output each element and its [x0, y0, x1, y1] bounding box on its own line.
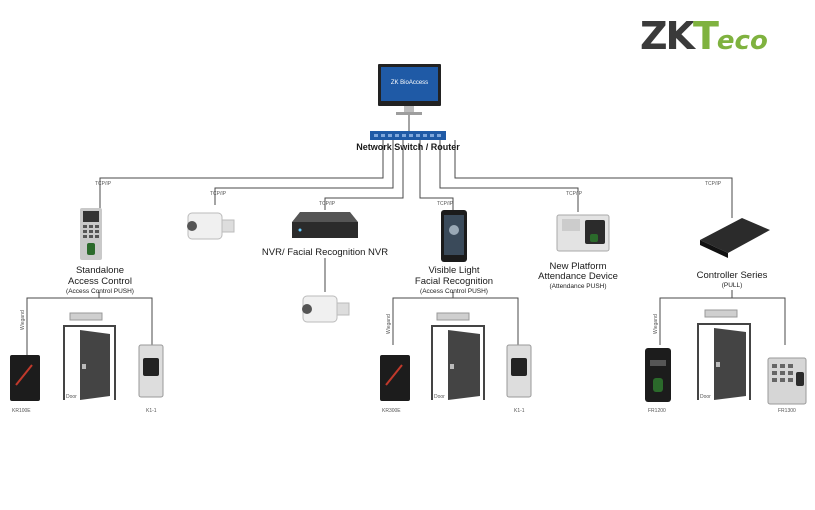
g3-reader-label: FR1200: [648, 408, 666, 414]
tcpip-label-3: TCP/IP: [319, 201, 336, 207]
attendance-title-2: Attendance Device: [538, 271, 618, 282]
nvr-icon: [292, 212, 358, 238]
nvr-title: NVR/ Facial Recognition NVR: [261, 247, 389, 258]
switch-label: Network Switch / Router: [356, 142, 460, 152]
attendance-sub: (Attendance PUSH): [549, 283, 607, 290]
tcpip-label-4: TCP/IP: [437, 201, 454, 207]
group3-reader-icon: [645, 348, 671, 402]
g1-wiegand-label: Wiegand: [20, 310, 26, 330]
bullet-camera-icon: [187, 212, 235, 240]
zkteco-logo: ZKTeco: [640, 14, 768, 58]
g1-exit-label: K1-1: [146, 408, 157, 414]
controller-sub: (PULL): [721, 282, 743, 289]
group1-lock-icon: [69, 312, 103, 321]
g2-door-label: Door: [434, 394, 445, 400]
tcpip-label-1: TCP/IP: [95, 181, 112, 187]
tcpip-label-5: TCP/IP: [566, 191, 583, 197]
access-terminal-icon: [80, 208, 102, 260]
nvr-camera-icon: [302, 295, 350, 323]
monitor-icon: [378, 64, 441, 115]
visible-title-1: Visible Light: [428, 265, 480, 276]
standalone-title-1: Standalone: [75, 265, 125, 276]
g2-reader-label: KR300E: [382, 408, 401, 414]
g1-reader-label: KR100E: [12, 408, 31, 414]
g3-exit-label: FR1300: [778, 408, 796, 414]
group3-door-icon: [697, 323, 751, 400]
group2-lock-icon: [436, 312, 470, 321]
g2-wiegand-label: Wiegand: [386, 314, 392, 334]
controller-panel-icon: [700, 218, 770, 258]
attendance-device-icon: [556, 214, 610, 252]
standalone-title-2: Access Control: [68, 276, 132, 287]
tcpip-label-6: TCP/IP: [705, 181, 722, 187]
visible-sub: (Access Control PUSH): [420, 288, 488, 295]
group2-door-icon: [431, 325, 485, 400]
g3-door-label: Door: [700, 394, 711, 400]
g1-door-label: Door: [66, 394, 77, 400]
network-switch-icon: [370, 131, 446, 140]
group3-lock-icon: [704, 309, 738, 318]
g2-exit-label: K1-1: [514, 408, 525, 414]
group2-exit-button-icon: [506, 344, 532, 398]
group1-reader-icon: [10, 355, 40, 401]
group1-door-icon: [63, 325, 116, 400]
standalone-sub: (Access Control PUSH): [66, 288, 134, 295]
visible-title-2: Facial Recognition: [414, 276, 494, 287]
g3-wiegand-label: Wiegand: [653, 314, 659, 334]
tcpip-label-2: TCP/IP: [210, 191, 227, 197]
controller-title: Controller Series: [696, 270, 768, 281]
group1-exit-button-icon: [138, 344, 164, 398]
monitor-screen-text: ZK BioAccess: [390, 80, 429, 86]
group3-keypad-reader-icon: [767, 357, 807, 405]
face-terminal-icon: [441, 210, 467, 262]
group2-reader-icon: [380, 355, 410, 401]
attendance-title-1: New Platform: [549, 261, 607, 272]
